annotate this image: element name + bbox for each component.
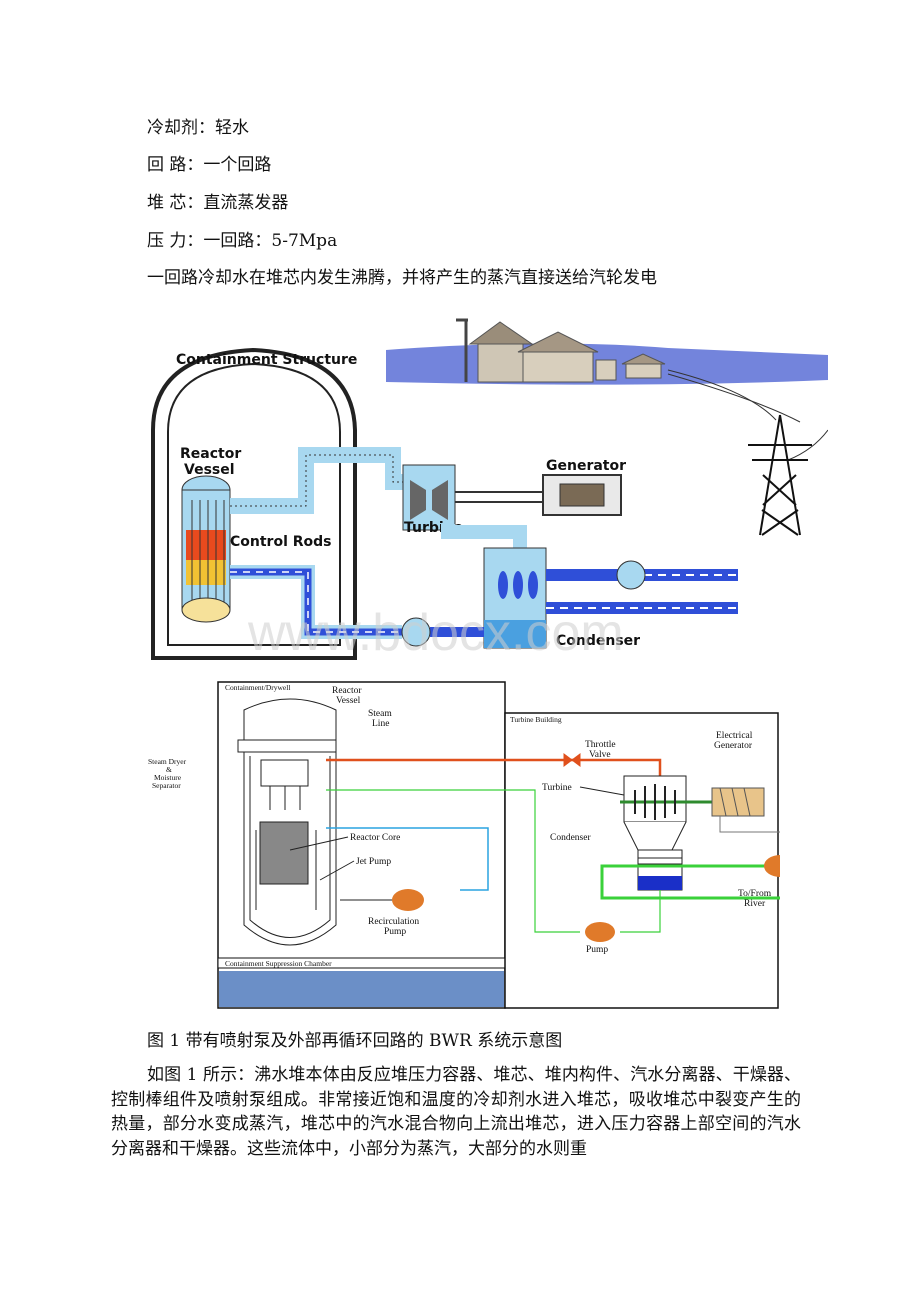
text-line-coolant: 冷却剂：轻水 bbox=[147, 118, 249, 138]
condenser-label: Condenser bbox=[550, 833, 591, 843]
body-paragraph: 如图 1 所示：沸水堆本体由反应堆压力容器、堆芯、堆内构件、汽水分离器、干燥器、… bbox=[111, 1065, 801, 1159]
suppression-pool bbox=[219, 971, 504, 1007]
turbine bbox=[620, 775, 722, 851]
electrical-generator bbox=[711, 787, 780, 833]
recirculation-loop bbox=[326, 827, 489, 891]
jet-pump-label: Jet Pump bbox=[356, 857, 391, 867]
throttle-label-1: Throttle bbox=[585, 740, 616, 750]
steam-dryer-label-3: Moisture bbox=[154, 773, 182, 782]
condenser bbox=[483, 547, 547, 649]
bwr-schematic: Containment/Drywell Containment Suppress… bbox=[148, 681, 780, 1009]
drywell-label: Containment/Drywell bbox=[225, 683, 290, 692]
steam-line-label-2: Line bbox=[372, 719, 389, 729]
cooling-pump-icon bbox=[616, 560, 646, 590]
reactor-vessel bbox=[237, 698, 337, 946]
reactor-vessel-label-2: Vessel bbox=[184, 462, 235, 478]
reactor-vessel-label-2: Vessel bbox=[336, 696, 361, 706]
elec-gen-label-2: Generator bbox=[714, 741, 753, 751]
control-rods-label: Control Rods bbox=[230, 534, 332, 550]
river-label-2: River bbox=[744, 899, 766, 909]
text-line-description: 一回路冷却水在堆芯内发生沸腾，并将产生的蒸汽直接送给汽轮发电 bbox=[147, 268, 657, 288]
turbine bbox=[402, 464, 456, 531]
bwr-plant-illustration: Containment Structure Reactor Vessel Con… bbox=[151, 318, 828, 662]
steam-dryer-label-1: Steam Dryer bbox=[148, 757, 187, 766]
transmission-tower-icon bbox=[748, 414, 812, 536]
turbine-label: Turbine bbox=[542, 783, 572, 793]
turbine-building-label: Turbine Building bbox=[510, 715, 562, 724]
elec-gen-label-1: Electrical bbox=[716, 731, 753, 741]
river-pump-icon bbox=[764, 855, 780, 877]
steam-dryer-label-4: Separator bbox=[152, 781, 181, 790]
houses-icon bbox=[456, 318, 666, 383]
steam-dryer-label-2: & bbox=[166, 765, 172, 774]
recirc-label-2: Pump bbox=[384, 927, 406, 937]
feedwater-pump-icon bbox=[401, 617, 431, 647]
reactor-vessel-label-1: Reactor bbox=[180, 446, 241, 462]
pump-label: Pump bbox=[586, 945, 608, 955]
river-label-1: To/From bbox=[738, 889, 772, 899]
watermark: www.bdocx.com bbox=[247, 604, 624, 662]
text-line-pressure: 压 力：一回路：5-7Mpa bbox=[147, 231, 338, 251]
generator bbox=[542, 474, 622, 516]
containment-label: Containment Structure bbox=[176, 352, 357, 368]
reactor-core-label: Reactor Core bbox=[350, 833, 400, 843]
steam-line-label-1: Steam bbox=[368, 709, 392, 719]
condenser-label: Condenser bbox=[556, 633, 640, 649]
text-line-core: 堆 芯：直流蒸发器 bbox=[147, 193, 289, 213]
reactor-vessel bbox=[181, 475, 231, 623]
condenser bbox=[637, 849, 683, 891]
recirc-label-1: Recirculation bbox=[368, 917, 419, 927]
reactor-vessel-label-1: Reactor bbox=[332, 686, 362, 696]
text-line-loop: 回 路：一个回路 bbox=[147, 155, 272, 175]
recirculation-pump-icon bbox=[392, 889, 424, 911]
throttle-label-2: Valve bbox=[589, 750, 611, 760]
figure-caption: 图 1 带有喷射泵及外部再循环回路的 BWR 系统示意图 bbox=[147, 1031, 563, 1051]
feedwater-line bbox=[326, 789, 580, 933]
generator-label: Generator bbox=[546, 458, 626, 474]
feedwater-pump-icon bbox=[585, 922, 615, 942]
river-loop bbox=[600, 864, 780, 900]
suppression-label: Containment Suppression Chamber bbox=[225, 959, 332, 968]
